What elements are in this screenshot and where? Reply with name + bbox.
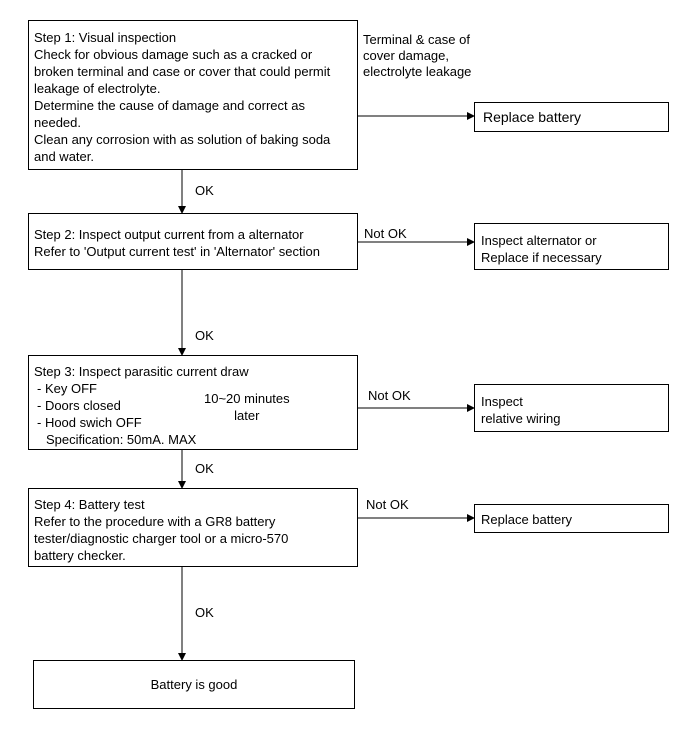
step1-line: leakage of electrolyte. <box>34 81 161 96</box>
step2-branch-label: Not OK <box>364 226 407 241</box>
step3-item: - Doors closed <box>37 398 121 413</box>
ok-label: OK <box>195 605 214 620</box>
step4-line: tester/diagnostic charger tool or a micr… <box>34 531 289 546</box>
step3-branch-label: Not OK <box>368 388 411 403</box>
replace-battery-box-2: Replace battery <box>474 504 669 533</box>
step1-line: Check for obvious damage such as a crack… <box>34 47 313 62</box>
step1-line: Clean any corrosion with as solution of … <box>34 132 331 147</box>
step3-box: Step 3: Inspect parasitic current draw -… <box>28 355 358 450</box>
step4-branch-label: Not OK <box>366 497 409 512</box>
step2-line: Refer to 'Output current test' in 'Alter… <box>34 244 320 259</box>
step1-box: Step 1: Visual inspection Check for obvi… <box>28 20 358 170</box>
battery-good-box: Battery is good <box>33 660 355 709</box>
step3-item: - Key OFF <box>37 381 97 396</box>
step2-box: Step 2: Inspect output current from a al… <box>28 213 358 270</box>
ok-label: OK <box>195 183 214 198</box>
step1-line: needed. <box>34 115 81 130</box>
ok-label: OK <box>195 328 214 343</box>
step4-line: Refer to the procedure with a GR8 batter… <box>34 514 276 529</box>
inspect-wiring-box: Inspect relative wiring <box>474 384 669 432</box>
step1-title: Step 1: Visual inspection <box>34 30 177 45</box>
ok-label: OK <box>195 461 214 476</box>
step3-timing-note: 10~20 minutes later <box>204 391 290 423</box>
final-label: Battery is good <box>150 677 238 692</box>
step1-line: and water. <box>34 149 94 164</box>
step1-line: Determine the cause of damage and correc… <box>34 98 305 113</box>
step1-line: broken terminal and case or cover that c… <box>34 64 331 79</box>
step4-line: battery checker. <box>34 548 126 563</box>
step3-item: - Hood swich OFF <box>37 415 142 430</box>
step1-branch-label: Terminal & case of cover damage, electro… <box>363 32 472 79</box>
step4-title: Step 4: Battery test <box>34 497 145 512</box>
step3-spec: Specification: 50mA. MAX <box>46 432 197 447</box>
inspect-alternator-box: Inspect alternator or Replace if necessa… <box>474 223 669 270</box>
replace-battery-box-1: Replace battery <box>474 102 669 132</box>
step3-title: Step 3: Inspect parasitic current draw <box>34 364 249 379</box>
step2-title: Step 2: Inspect output current from a al… <box>34 227 304 242</box>
step4-box: Step 4: Battery test Refer to the proced… <box>28 488 358 567</box>
